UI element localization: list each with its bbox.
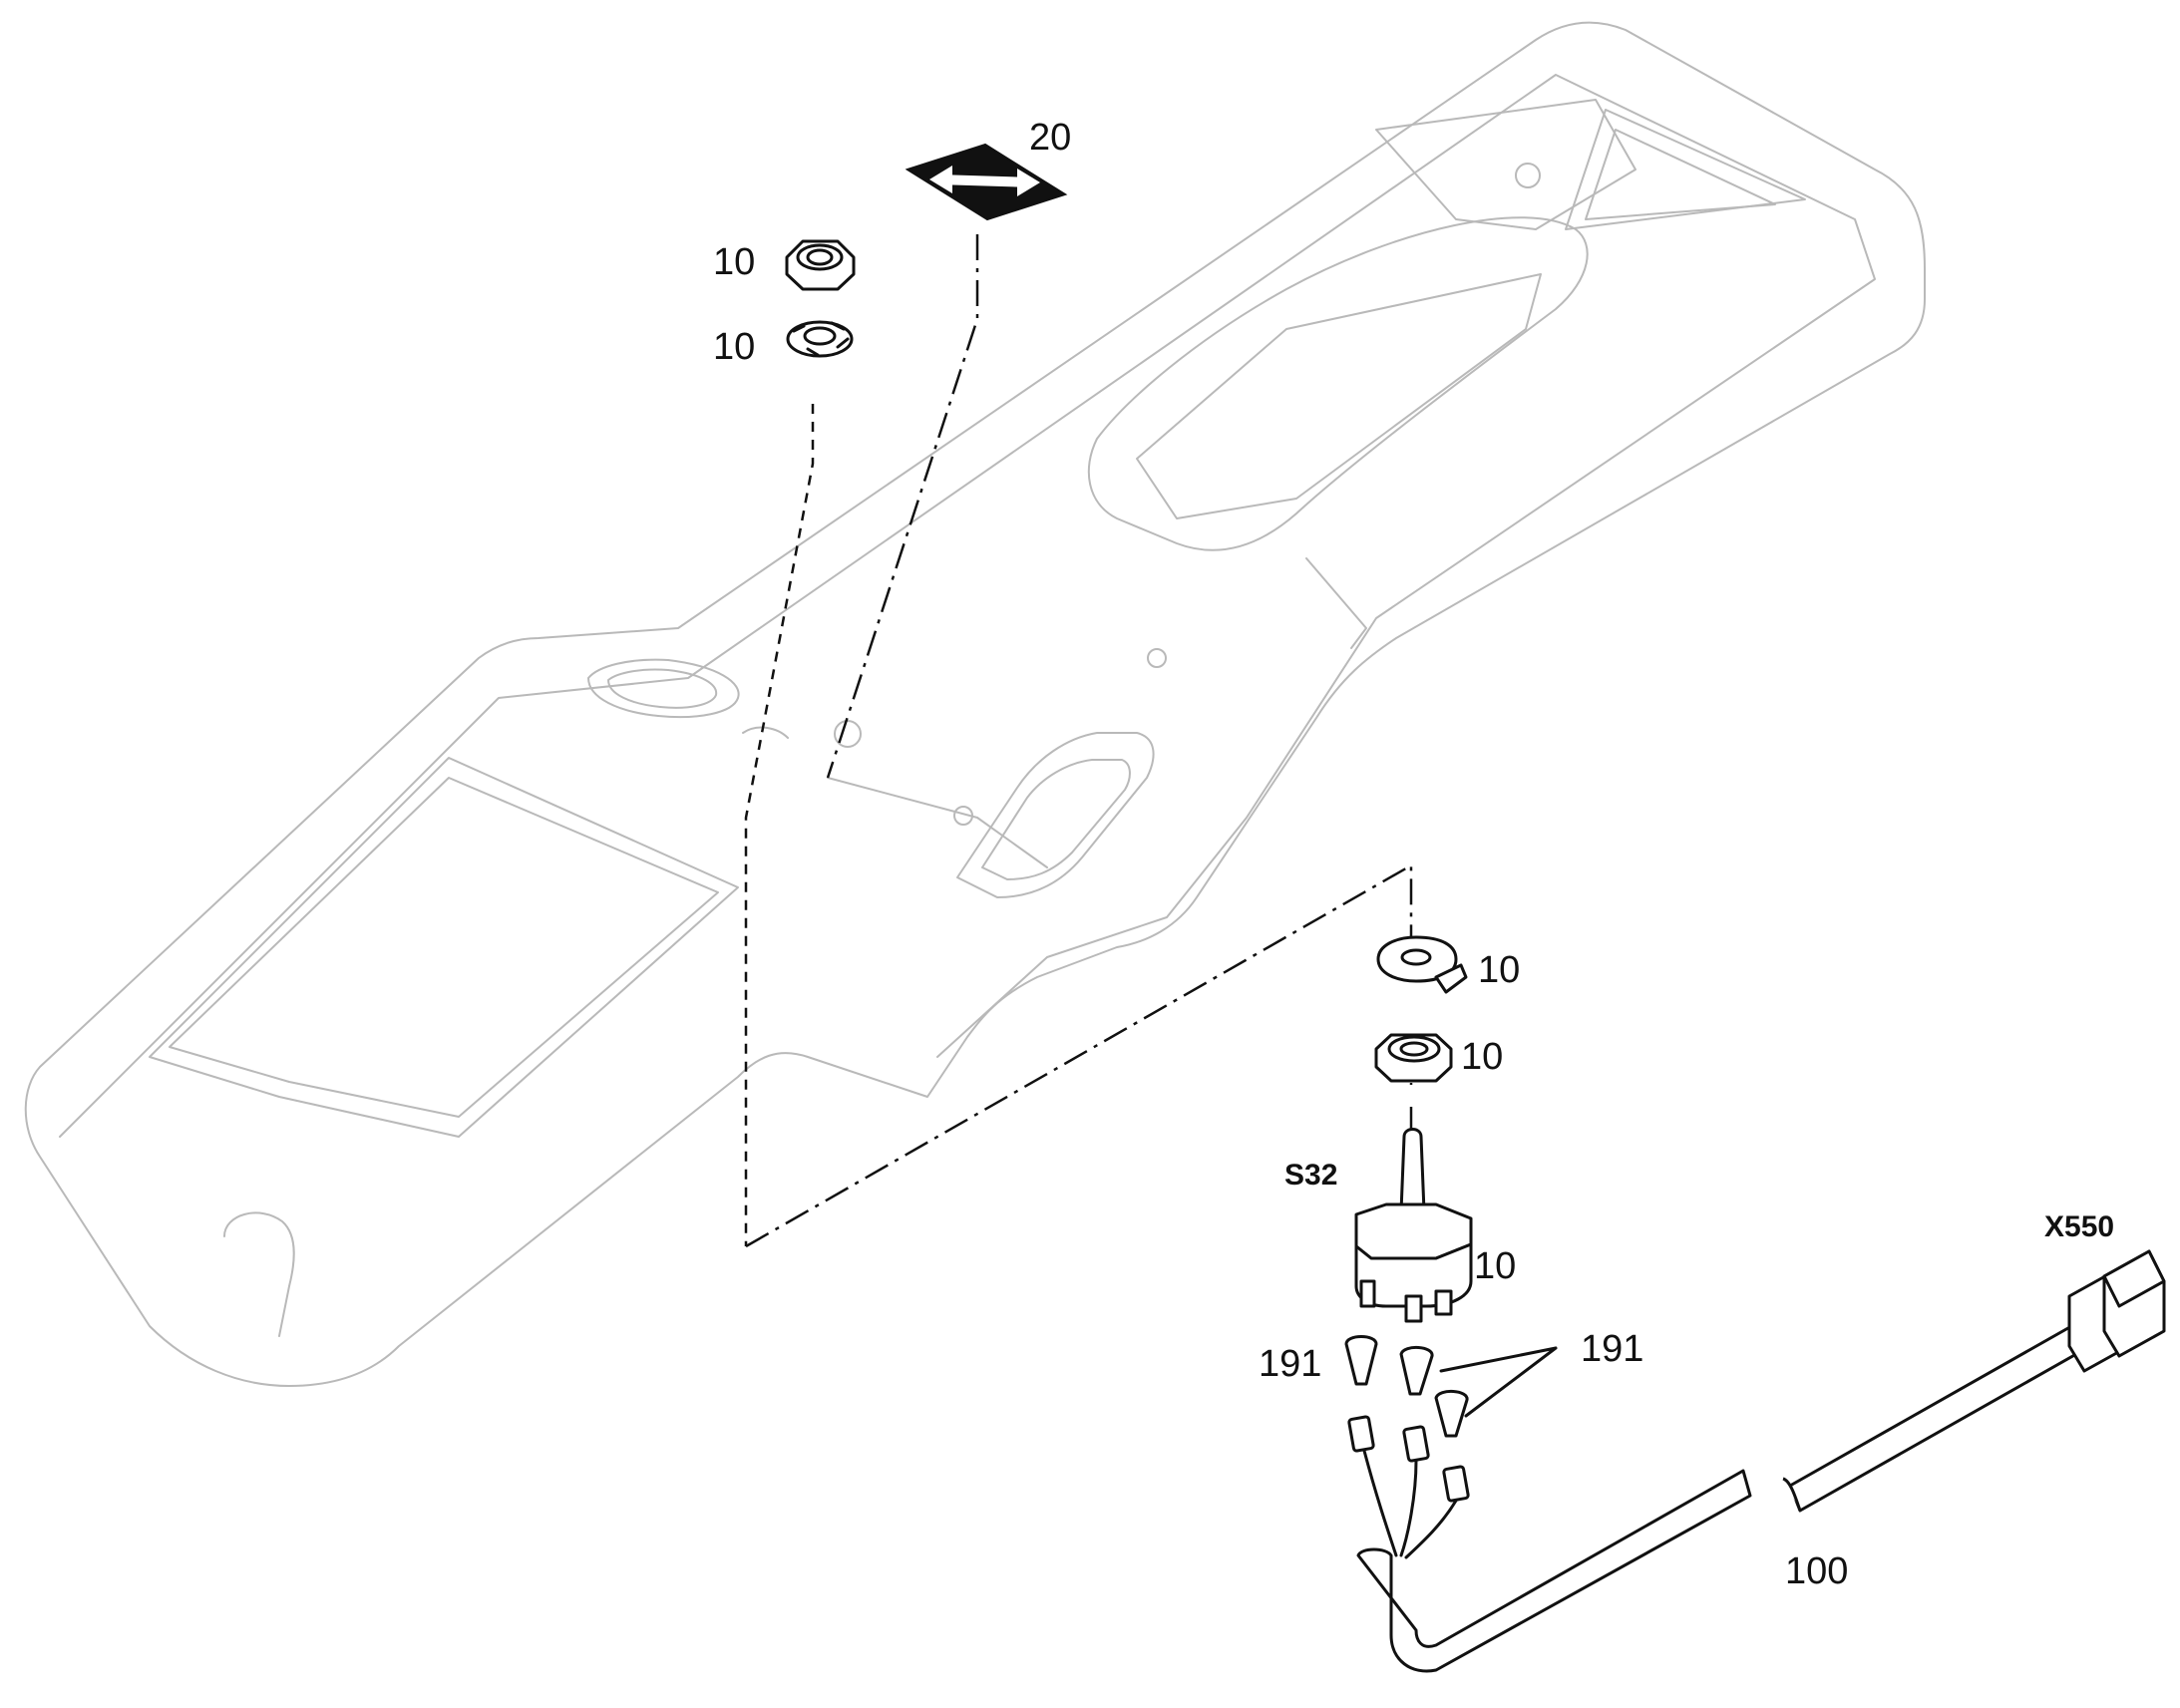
hex-nut-bottom: 10 [1374, 1033, 1503, 1083]
label-x550: X550 [2044, 1210, 2114, 1243]
label-10-nut-top: 10 [713, 241, 755, 283]
label-20: 20 [1029, 117, 1071, 159]
decal-item-20: 20 [905, 117, 1071, 221]
tab-washer-bottom: 10 [1376, 935, 1520, 994]
wire-harness-100: 100 [1356, 1314, 2101, 1673]
label-s32: S32 [1284, 1159, 1337, 1192]
lock-washer-top: 10 [713, 320, 854, 368]
label-191-right: 191 [1581, 1328, 1643, 1370]
label-10-nut-bottom: 10 [1461, 1036, 1503, 1078]
hex-nut-top: 10 [713, 239, 856, 291]
connector-x550: X550 [2044, 1210, 2166, 1373]
terminal-caps: 191 191 [1259, 1328, 1643, 1438]
console-housing [24, 21, 1926, 1387]
double-arrow-icon [929, 166, 1040, 196]
assembly-lines [744, 234, 1413, 1248]
toggle-switch-s32: S32 10 [1284, 1128, 1516, 1323]
label-10-switch: 10 [1474, 1245, 1516, 1287]
wire-terminals [1347, 1415, 1470, 1559]
label-191-left: 191 [1259, 1343, 1321, 1385]
label-100: 100 [1785, 1550, 1848, 1592]
label-10-washer-top: 10 [713, 326, 755, 368]
label-10-washer-bottom: 10 [1478, 949, 1520, 991]
